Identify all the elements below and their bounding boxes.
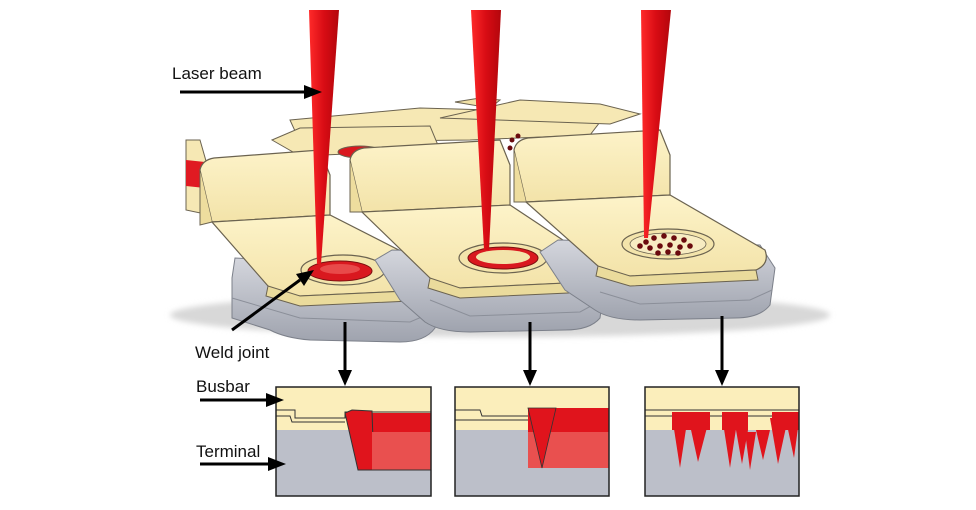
busbar-1 — [199, 149, 441, 343]
spot-welds — [637, 233, 693, 256]
weld-joint-label: Weld joint — [195, 343, 270, 362]
busbar-label: Busbar — [196, 377, 250, 396]
busbar-assembly-3d — [170, 10, 830, 343]
laser-beams — [309, 10, 671, 264]
busbar-2 — [349, 139, 606, 333]
callout-arrows — [180, 85, 729, 471]
terminal-label: Terminal — [196, 442, 261, 461]
laser-beam-label: Laser beam — [172, 64, 262, 83]
laser-beam-1 — [309, 10, 339, 264]
weld-section-ring — [275, 386, 432, 497]
laser-beam-3 — [641, 10, 671, 238]
weld-section-spots — [644, 386, 800, 497]
weld-section-keyhole — [454, 386, 610, 497]
weld-joint-arrow — [231, 278, 301, 332]
laser-beam-2 — [471, 10, 501, 250]
